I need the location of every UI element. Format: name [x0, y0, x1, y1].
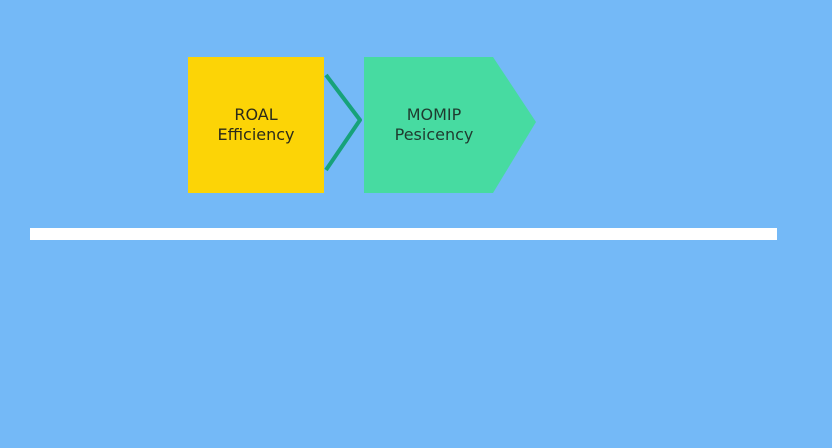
- green-arrow-shape: [364, 57, 536, 193]
- node-label-line2: Pesicency: [394, 125, 474, 144]
- node-label-line1: MOMIP: [406, 105, 462, 124]
- momip-pesicency-node: MOMIP Pesicency: [364, 57, 504, 193]
- chevron-connector: [324, 73, 362, 172]
- divider-bar: [30, 228, 777, 240]
- roal-efficiency-node: ROAL Efficiency: [188, 57, 324, 193]
- node-label-line1: ROAL: [234, 105, 278, 124]
- node-label-line2: Efficiency: [217, 125, 295, 144]
